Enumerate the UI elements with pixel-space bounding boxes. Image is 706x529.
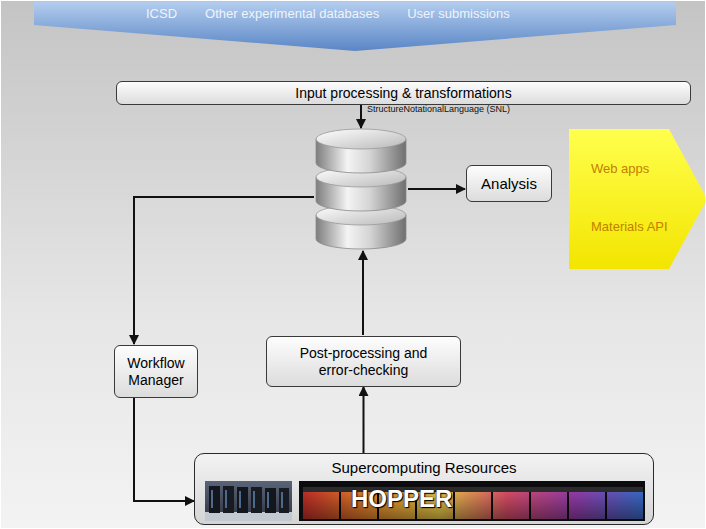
flow-arrow xyxy=(134,398,194,501)
process-box: Workflow Manager xyxy=(114,345,198,398)
store-arrow xyxy=(362,251,364,335)
edge-note: StructureNotationalLanguage (SNL) xyxy=(367,105,510,115)
process-box: Input processing & transformations xyxy=(116,81,691,105)
box-label: Input processing & transformations xyxy=(295,85,511,102)
output-arrow-shape xyxy=(569,129,706,269)
box-label: Analysis xyxy=(481,175,537,193)
output-arrow: Web appsMaterials API xyxy=(569,129,706,269)
process-box: Analysis xyxy=(466,165,552,202)
output-label: Materials API xyxy=(591,219,668,235)
source-label: Other experimental databases xyxy=(205,6,379,22)
source-banner: ICSD Other experimental databases User sub… xyxy=(34,1,676,51)
source-label: User submissions xyxy=(407,6,510,22)
workflow-arrow xyxy=(134,197,314,344)
flow-arrow xyxy=(363,387,365,453)
source-label: ICSD xyxy=(146,6,177,22)
analysis-arrow xyxy=(408,188,465,190)
database-cylinder xyxy=(316,129,406,249)
database-links xyxy=(134,105,465,344)
hopper-photo xyxy=(299,481,645,521)
output-label: Web apps xyxy=(591,161,649,177)
box-title: Supercomputing Resources xyxy=(331,459,516,477)
photo-lettering: HOPPER xyxy=(351,486,452,512)
box-label: Workflow Manager xyxy=(121,355,191,389)
box-label: Post-processing and error-checking xyxy=(289,345,438,379)
process-box: Post-processing and error-checking xyxy=(266,336,461,387)
server-room-photo xyxy=(205,481,292,521)
input-arrow xyxy=(360,105,362,128)
